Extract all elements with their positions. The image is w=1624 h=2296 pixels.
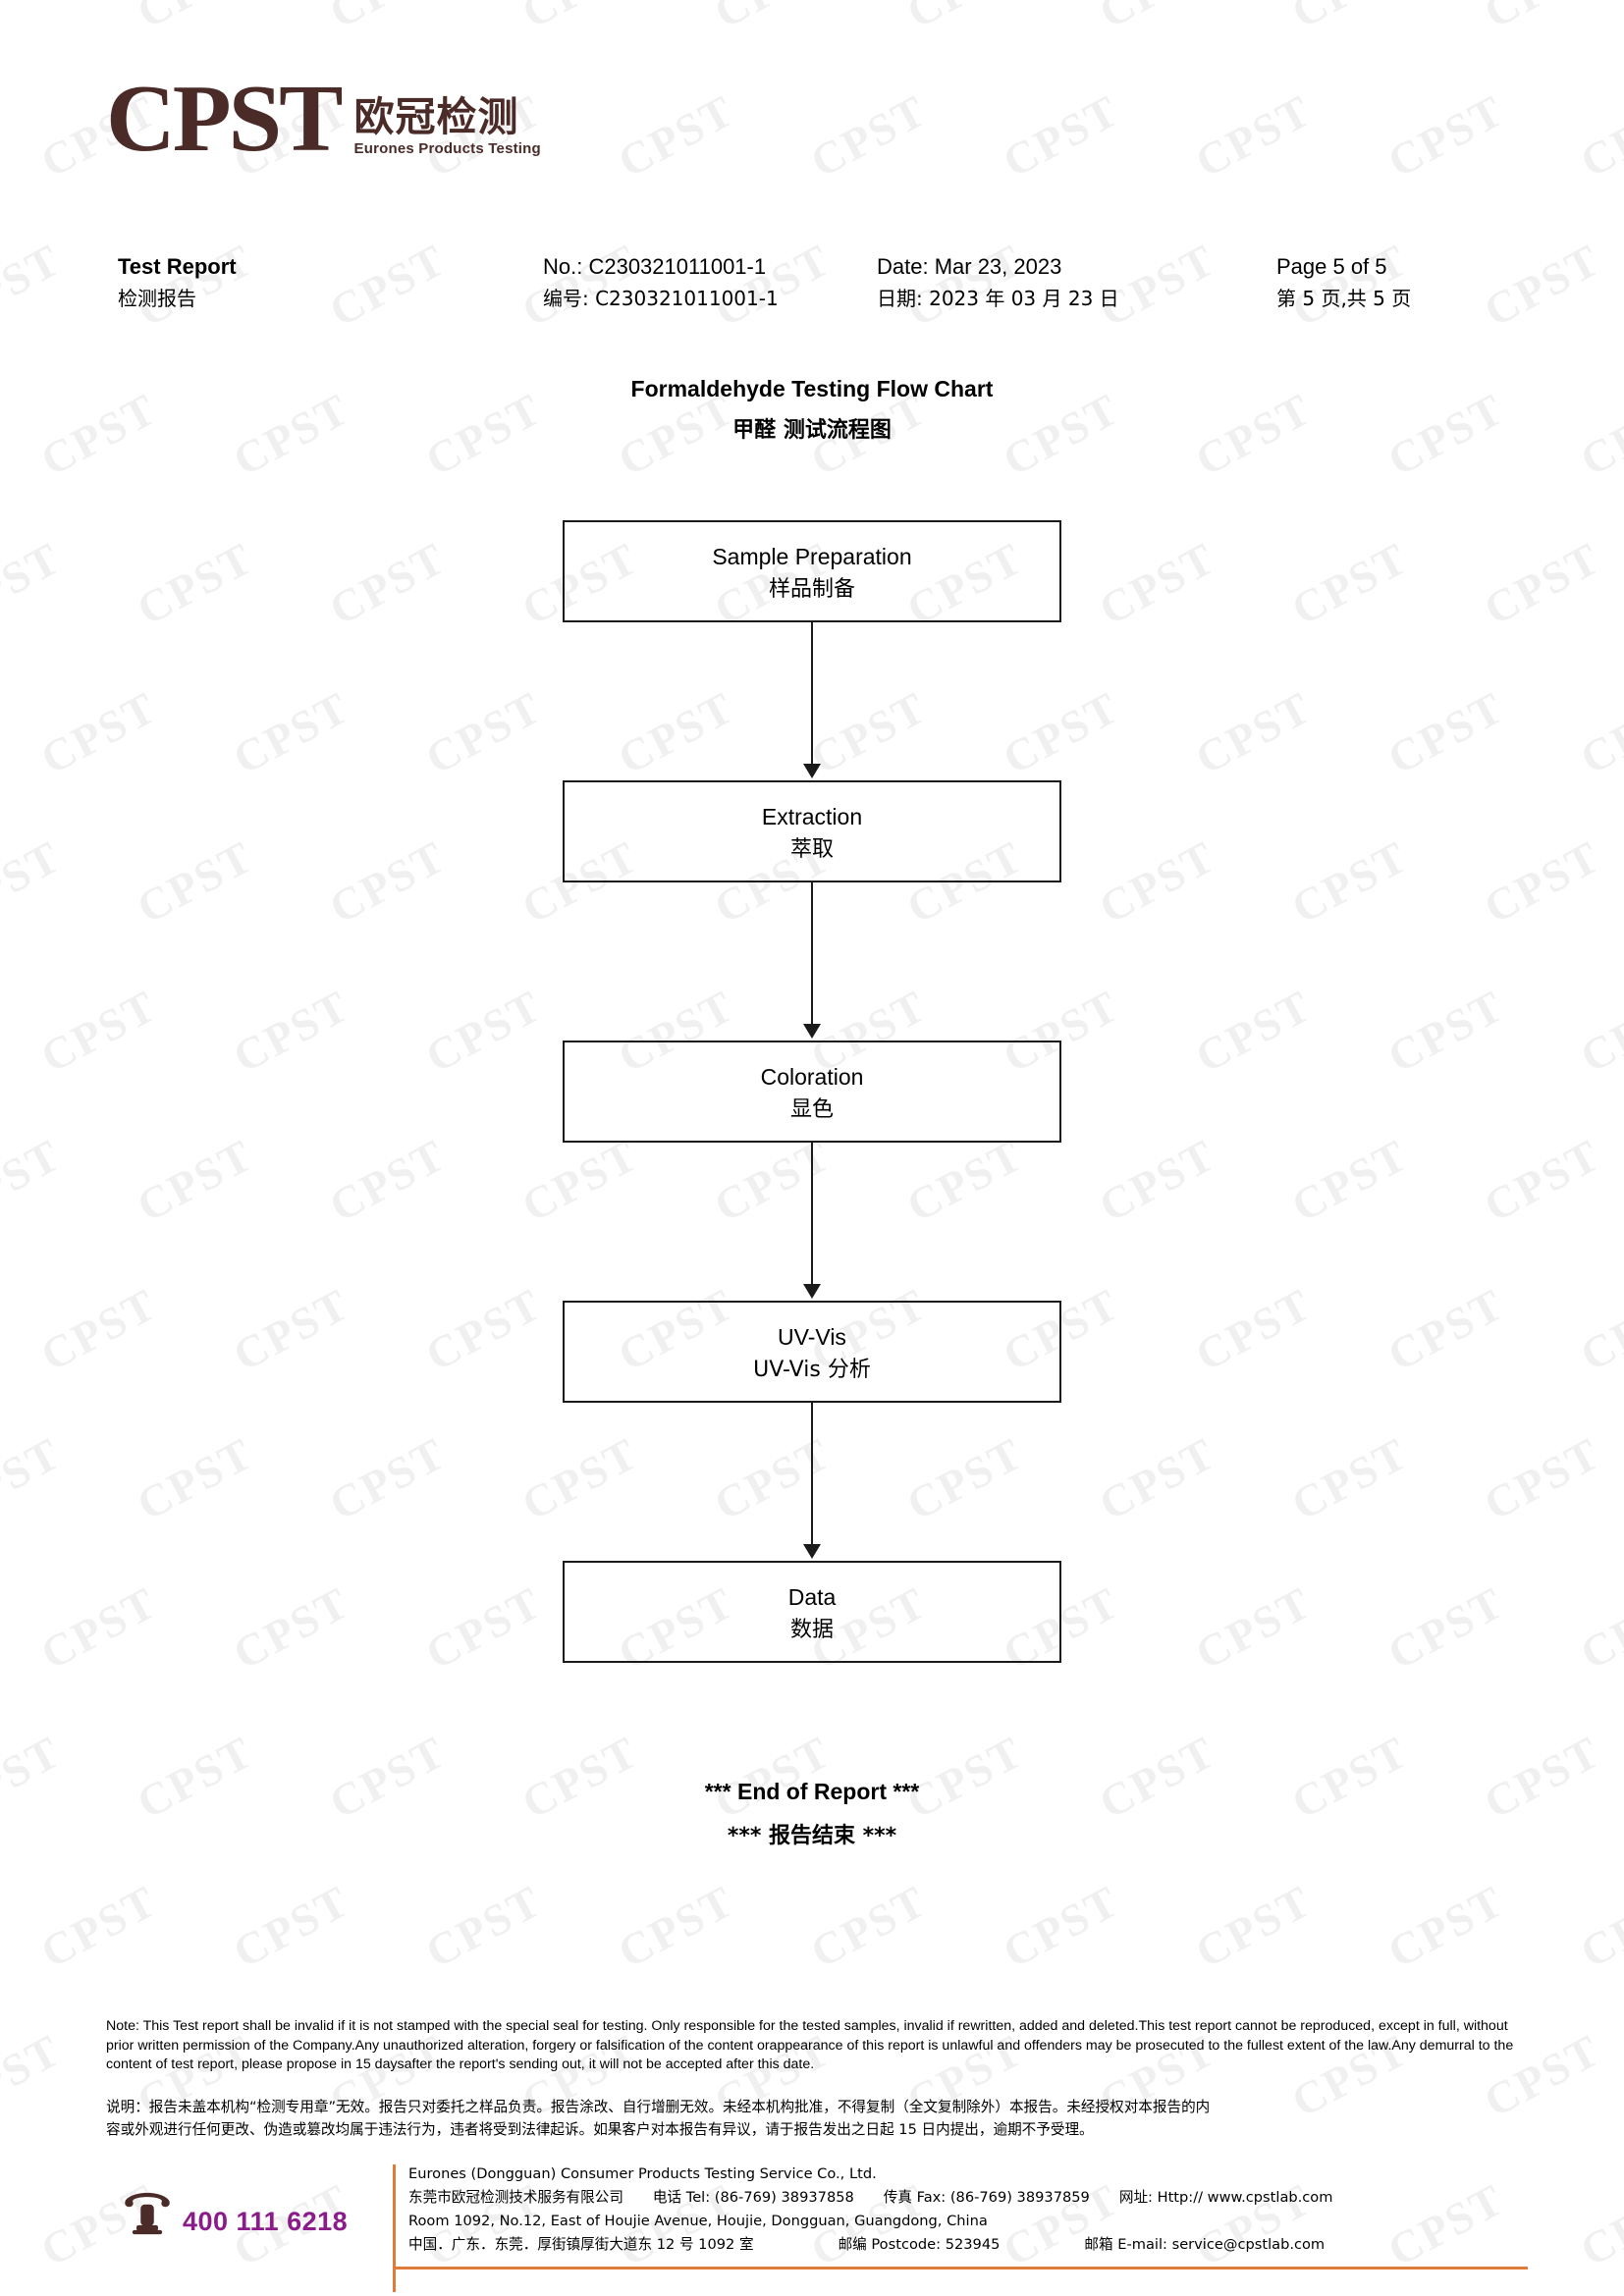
logo-text-group: 欧冠检测 Eurones Products Testing <box>354 96 541 161</box>
email-label-en: E-mail: <box>1117 2236 1167 2253</box>
postcode-label-en: Postcode: <box>871 2236 942 2253</box>
flow-node-label-en: Coloration <box>760 1064 864 1090</box>
fax-label-cn: 传真 <box>883 2189 912 2206</box>
flow-connector <box>563 1143 1061 1301</box>
telephone-icon <box>125 2192 170 2235</box>
footer-note-cn-line2: 容或外观进行任何更改、伪造或篡改均属于违法行为，违者将受到法律起诉。如果客户对本… <box>106 2121 1094 2138</box>
flow-connector <box>563 622 1061 780</box>
end-of-report-en: *** End of Report *** <box>704 1779 920 1804</box>
flow-node-label-en: Data <box>787 1584 837 1610</box>
company-logo: CPST 欧冠检测 Eurones Products Testing <box>106 66 541 172</box>
company-address-en: Room 1092, No.12, East of Houjie Avenue,… <box>408 2213 988 2229</box>
postcode-label-cn: 邮编 <box>838 2236 867 2253</box>
logo-tagline: Eurones Products Testing <box>353 140 541 158</box>
flow-node-label-cn: 显色 <box>789 1097 834 1122</box>
report-date-en: Date: Mar 23, 2023 <box>877 254 1062 279</box>
company-address-block: Eurones (Dongguan) Consumer Products Tes… <box>408 2163 1528 2257</box>
end-of-report-cn: *** 报告结束 *** <box>727 1824 897 1848</box>
tel-value: (86-769) 38937858 <box>714 2189 854 2206</box>
header-title-en: Test Report <box>118 254 237 279</box>
flowchart-title: Formaldehyde Testing Flow Chart <box>630 376 994 401</box>
company-name-en: Eurones (Dongguan) Consumer Products Tes… <box>408 2165 877 2182</box>
fax-value: (86-769) 38937859 <box>949 2189 1090 2206</box>
header-title: Test Report 检测报告 <box>118 250 237 315</box>
company-name-cn: 东莞市欧冠检测技术服务有限公司 <box>408 2189 623 2206</box>
report-date-cn: 日期: 2023 年 03 月 23 日 <box>877 287 1119 310</box>
header-report-number: No.: C230321011001-1 编号: C230321011001-1 <box>543 250 779 315</box>
page-number-en: Page 5 of 5 <box>1276 254 1387 279</box>
footer-vertical-rule <box>393 2164 396 2292</box>
postcode-value: 523945 <box>945 2236 1001 2253</box>
flow-connector-line <box>811 1403 813 1548</box>
flow-arrow-icon <box>803 1024 821 1039</box>
website-value[interactable]: Http:// www.cpstlab.com <box>1157 2189 1333 2206</box>
flow-arrow-icon <box>803 764 821 778</box>
flow-connector-line <box>811 1143 813 1288</box>
report-number-en: No.: C230321011001-1 <box>543 254 767 279</box>
flow-connector-line <box>811 622 813 768</box>
flowchart-subtitle: 甲醛 测试流程图 <box>732 418 892 443</box>
flow-node: Coloration 显色 <box>563 1041 1061 1143</box>
hotline-number: 400 111 6218 <box>183 2207 349 2236</box>
flow-node: Sample Preparation 样品制备 <box>563 520 1061 622</box>
flow-node-label-cn: 数据 <box>789 1618 834 1642</box>
report-header: Test Report 检测报告 No.: C230321011001-1 编号… <box>0 250 1624 317</box>
logo-chinese-name: 欧冠检测 <box>353 93 519 141</box>
flow-node: Data 数据 <box>563 1561 1061 1663</box>
company-address-cn: 中国．广东．东莞．厚街镇厚街大道东 12 号 1092 室 <box>408 2236 754 2253</box>
email-value[interactable]: service@cpstlab.com <box>1171 2236 1326 2253</box>
company-address-detail-line: 中国．广东．东莞．厚街镇厚街大道东 12 号 1092 室 邮编 Postcode… <box>408 2233 1528 2257</box>
flow-arrow-icon <box>803 1544 821 1559</box>
flow-connector <box>563 1403 1061 1561</box>
page-number-cn: 第 5 页,共 5 页 <box>1276 287 1412 310</box>
email-label-cn: 邮箱 <box>1084 2236 1113 2253</box>
flow-node-label-en: UV-Vis <box>778 1324 846 1350</box>
flow-node: Extraction 萃取 <box>563 780 1061 882</box>
header-title-cn: 检测报告 <box>118 287 196 310</box>
footer-note-en: Note: This Test report shall be invalid … <box>106 2018 1514 2072</box>
footer-horizontal-rule <box>393 2267 1528 2269</box>
fax-label-en: Fax: <box>916 2189 947 2206</box>
tel-label-cn: 电话 <box>652 2189 682 2206</box>
flow-node-label-en: Sample Preparation <box>712 544 912 569</box>
website-label-cn: 网址: <box>1118 2189 1153 2206</box>
tel-label-en: Tel: <box>685 2189 711 2206</box>
flow-node-label-cn: 萃取 <box>789 837 834 862</box>
flow-node-label-cn: UV-Vis 分析 <box>753 1358 871 1382</box>
report-number-cn: 编号: C230321011001-1 <box>543 287 779 310</box>
flow-connector <box>563 882 1061 1041</box>
header-page-number: Page 5 of 5 第 5 页,共 5 页 <box>1276 250 1411 315</box>
company-contact-line: 东莞市欧冠检测技术服务有限公司 电话 Tel: (86-769) 38937858… <box>408 2186 1528 2210</box>
footer-note-cn-line1: 说明：报告未盖本机构“检测专用章”无效。报告只对委托之样品负责。报告涂改、自行增… <box>106 2099 1211 2115</box>
flow-node-label-cn: 样品制备 <box>768 577 855 602</box>
formaldehyde-testing-flowchart: Sample Preparation 样品制备 Extraction 萃取 Colora… <box>563 520 1061 1663</box>
header-date: Date: Mar 23, 2023 日期: 2023 年 03 月 23 日 <box>877 250 1119 315</box>
logo-wordmark: CPST <box>106 66 344 172</box>
flow-node-label-en: Extraction <box>761 804 863 829</box>
contact-footer: 400 111 6218 Eurones (Dongguan) Consumer… <box>106 2163 1528 2292</box>
flow-arrow-icon <box>803 1284 821 1299</box>
footer-note-cn: 说明：报告未盖本机构“检测专用章”无效。报告只对委托之样品负责。报告涂改、自行增… <box>106 2096 1520 2141</box>
flow-connector-line <box>811 882 813 1028</box>
